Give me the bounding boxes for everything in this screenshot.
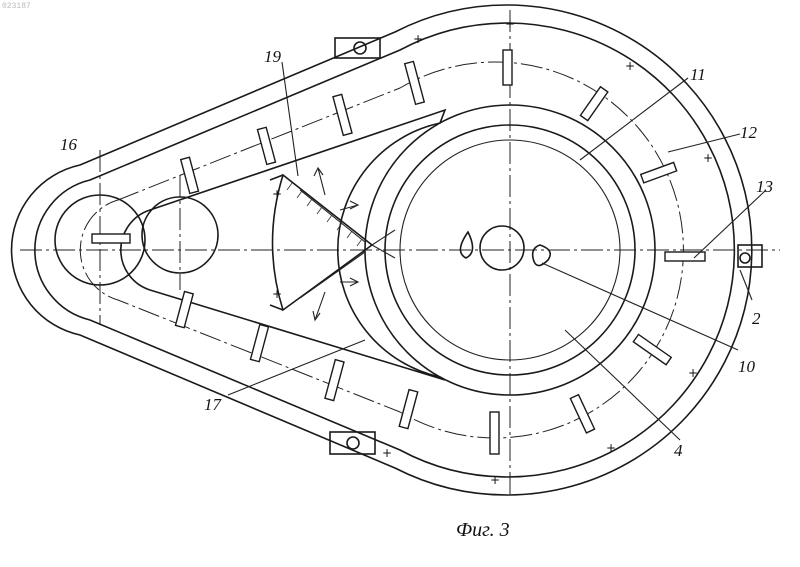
svg-text:+: + [272,287,282,301]
label-11: 11 [690,65,706,84]
leader-lines [228,62,766,440]
label-10: 10 [738,357,756,376]
svg-text:+: + [382,446,392,460]
svg-text:+: + [688,366,698,380]
label-17: 17 [204,395,223,414]
svg-text:+: + [413,32,423,46]
label-2: 2 [752,309,761,328]
pulley-slot [92,234,130,243]
hub-circle [480,226,524,270]
svg-text:+: + [490,473,500,487]
drop-hole-right [533,245,551,266]
label-16: 16 [60,135,78,154]
label-13: 13 [756,177,773,196]
drop-hole-left [460,232,472,258]
label-19: 19 [264,47,282,66]
label-4: 4 [674,441,683,460]
svg-text:+: + [703,151,713,165]
figure-caption: Фиг. 3 [456,519,510,541]
label-12: 12 [740,123,758,142]
svg-text:+: + [272,187,282,201]
svg-text:+: + [625,59,635,73]
svg-text:+: + [505,17,515,31]
corner-code: 023187 [2,2,31,11]
svg-text:+: + [606,441,616,455]
right-bracket [738,245,762,267]
